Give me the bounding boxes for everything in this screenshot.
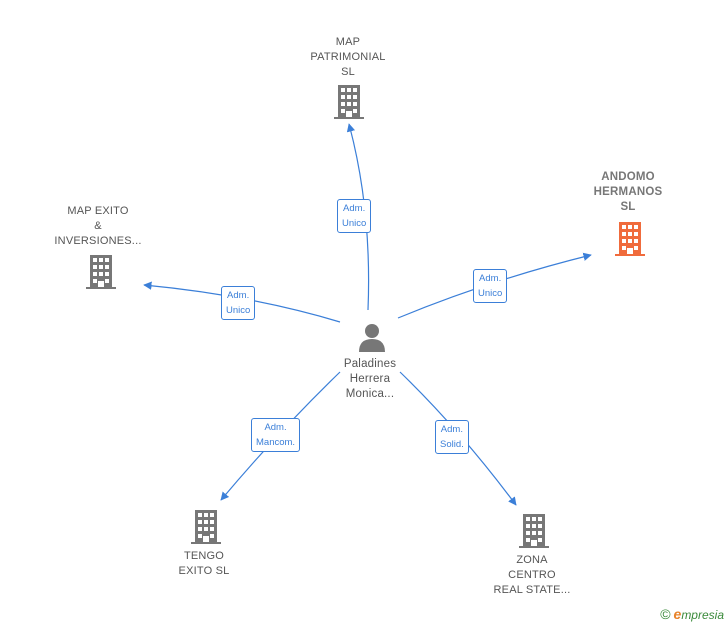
edge-label-map-exito: Adm. Unico [221, 286, 256, 320]
building-icon[interactable] [334, 85, 364, 119]
node-label-map-exito[interactable]: MAP EXITO & INVERSIONES... [54, 205, 142, 247]
edge-label-andomo: Adm. Unico [473, 269, 508, 303]
edge-label-tengo-exito: Adm. Mancom. [251, 418, 301, 452]
building-icon[interactable] [519, 514, 549, 548]
edge-label-zona-centro: Adm. Solid. [435, 420, 469, 454]
footer-brand: ©empresia [660, 606, 724, 622]
person-icon[interactable] [357, 322, 387, 352]
brand-logo-e: e [673, 606, 682, 622]
building-icon[interactable] [191, 510, 221, 544]
building-icon[interactable] [614, 222, 646, 256]
node-label-tengo-exito[interactable]: TENGO EXITO SL [178, 550, 230, 577]
center-person-label[interactable]: Paladines Herrera Monica... [343, 358, 397, 400]
node-label-map-patrimonial[interactable]: MAP PATRIMONIAL SL [310, 36, 386, 78]
copyright-icon: © [660, 606, 671, 622]
edge-label-map-patrimonial: Adm. Unico [337, 199, 372, 233]
node-label-andomo[interactable]: ANDOMO HERMANOS SL [593, 171, 663, 213]
node-label-zona-centro[interactable]: ZONA CENTRO REAL STATE... [493, 554, 571, 596]
brand-name: mpresia [681, 608, 724, 622]
building-icon[interactable] [86, 255, 116, 289]
